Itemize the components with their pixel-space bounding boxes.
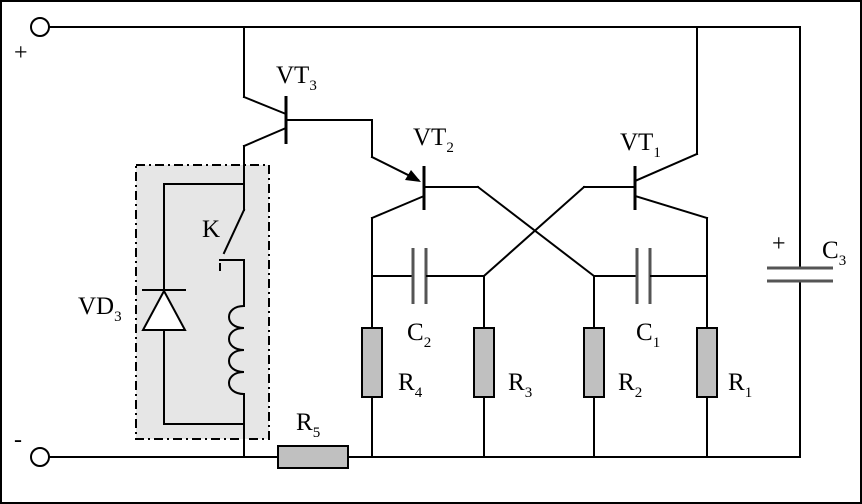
resistor-r4 bbox=[361, 327, 383, 398]
negative-sign: - bbox=[14, 427, 22, 453]
cross-coupling-wires bbox=[476, 185, 596, 278]
transistor-vt1 bbox=[583, 26, 709, 220]
positive-sign: + bbox=[14, 40, 28, 66]
c1-label: C1 bbox=[636, 319, 660, 351]
capacitor-c1 bbox=[593, 248, 708, 304]
capacitor-c2 bbox=[371, 248, 485, 304]
vt1-label: VT1 bbox=[620, 129, 661, 161]
diode-vd3 bbox=[141, 288, 187, 331]
r2-label: R2 bbox=[618, 369, 642, 401]
r4-label: R4 bbox=[398, 369, 423, 401]
c2-label: C2 bbox=[407, 319, 431, 351]
vt3-to-vt2-wire bbox=[370, 119, 421, 182]
negative-terminal bbox=[30, 447, 50, 467]
r1-label: R1 bbox=[728, 369, 752, 401]
r5-label: R5 bbox=[296, 409, 320, 441]
resistor-r2 bbox=[583, 327, 605, 398]
vd3-label: VD3 bbox=[78, 293, 122, 325]
resistor-r3 bbox=[473, 327, 495, 398]
c3-label: C3 bbox=[822, 237, 846, 269]
k-label: K bbox=[202, 216, 220, 243]
relay-coil bbox=[228, 304, 246, 396]
r3-label: R3 bbox=[508, 369, 532, 401]
resistor-r5 bbox=[277, 445, 349, 469]
c3-polarity: + bbox=[772, 231, 786, 257]
vt2-label: VT2 bbox=[413, 124, 454, 156]
vt3-label: VT3 bbox=[276, 62, 317, 94]
transistor-vt3 bbox=[242, 26, 373, 185]
relay-box bbox=[135, 164, 270, 440]
transistor-vt2 bbox=[370, 166, 479, 220]
positive-terminal bbox=[30, 17, 50, 37]
capacitor-c3 bbox=[767, 266, 833, 283]
relay-contact-k bbox=[219, 208, 246, 271]
resistor-r1 bbox=[696, 327, 718, 398]
